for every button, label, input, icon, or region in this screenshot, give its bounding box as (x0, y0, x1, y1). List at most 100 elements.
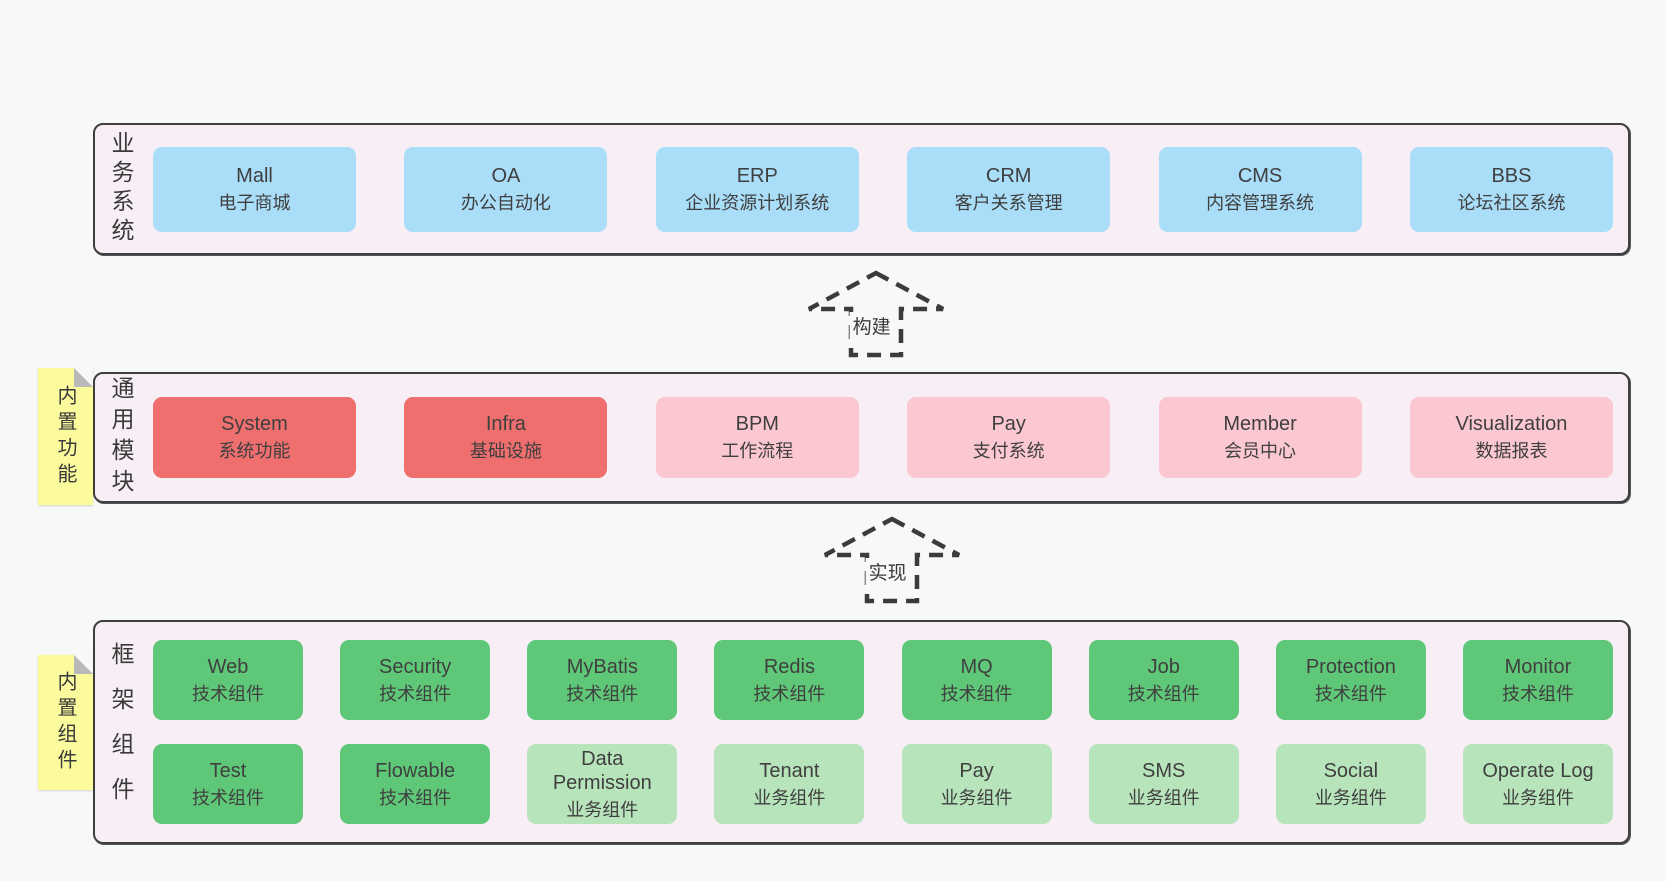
box-subtitle: 技术组件 (192, 787, 264, 808)
box-title: ERP (736, 164, 778, 187)
layer-label-column: 业务系统 (95, 125, 147, 253)
sticky-note-label: 内置功能 (54, 384, 76, 489)
layer-title-business-systems: 业务系统 (108, 131, 134, 247)
box-subtitle: 系统功能 (218, 441, 291, 462)
box-subtitle: 基础设施 (469, 441, 542, 462)
box-subtitle: 会员中心 (1224, 441, 1297, 462)
box-web: Web 技术组件 (153, 640, 303, 720)
box-tenant: Tenant 业务组件 (714, 744, 865, 824)
box-crm: CRM 客户关系管理 (907, 146, 1111, 232)
box-title: Test (209, 759, 247, 782)
framework-components-row-1: Web 技术组件 Security 技术组件 MyBatis 技术组件 Redi… (153, 640, 1613, 720)
box-bpm: BPM 工作流程 (655, 397, 859, 478)
box-pay-system: Pay 支付系统 (907, 397, 1111, 478)
box-title: System (221, 413, 288, 436)
box-title: Pay (991, 413, 1026, 436)
up-arrow-dashed-icon (807, 270, 945, 358)
box-title: Tenant (759, 759, 820, 782)
box-title: CRM (985, 164, 1032, 187)
box-security: Security 技术组件 (340, 640, 491, 720)
arrow-implement-label: 实现 (865, 558, 910, 585)
box-mybatis: MyBatis 技术组件 (527, 640, 678, 720)
box-subtitle: 支付系统 (972, 441, 1045, 462)
layer-label-column: 框架组件 (95, 622, 147, 842)
box-title: MQ (960, 655, 993, 678)
layer-framework-components: 框架组件 Web 技术组件 Security 技术组件 MyBatis 技术组件… (93, 620, 1630, 844)
box-sms: SMS 业务组件 (1088, 744, 1239, 824)
box-title: Social (1323, 759, 1379, 782)
sticky-note-built-in-components: 内置组件 (38, 655, 93, 790)
framework-components-rows: Web 技术组件 Security 技术组件 MyBatis 技术组件 Redi… (147, 622, 1628, 842)
framework-components-row-2: Test 技术组件 Flowable 技术组件 Data Permission … (153, 744, 1613, 824)
box-cms: CMS 内容管理系统 (1158, 146, 1362, 232)
box-monitor: Monitor 技术组件 (1462, 640, 1613, 720)
box-protection: Protection 技术组件 (1275, 640, 1426, 720)
box-title: Protection (1305, 655, 1396, 678)
box-visualization: Visualization 数据报表 (1409, 397, 1613, 478)
box-subtitle: 业务组件 (1127, 787, 1200, 808)
box-mq: MQ 技术组件 (901, 640, 1052, 720)
box-subtitle: 技术组件 (1314, 683, 1387, 704)
box-subtitle: 数据报表 (1475, 441, 1548, 462)
arrow-implement: 实现 (822, 516, 962, 604)
box-title: Web (207, 655, 249, 678)
box-flowable: Flowable 技术组件 (340, 744, 491, 824)
box-data-permission: Data Permission 业务组件 (527, 744, 678, 824)
box-subtitle: 电子商城 (218, 192, 291, 213)
box-title: Flowable (375, 759, 456, 782)
box-subtitle: 论坛社区系统 (1457, 192, 1566, 213)
box-redis: Redis 技术组件 (714, 640, 865, 720)
box-title: Infra (485, 413, 526, 436)
box-subtitle: 工作流程 (721, 441, 794, 462)
box-subtitle: 客户关系管理 (954, 192, 1063, 213)
box-job: Job 技术组件 (1088, 640, 1239, 720)
box-oa: OA 办公自动化 (404, 146, 608, 232)
box-title: Redis (763, 655, 815, 678)
common-modules-boxes: System 系统功能 Infra 基础设施 BPM 工作流程 Pay 支付系统… (147, 374, 1628, 501)
box-operate-log: Operate Log 业务组件 (1462, 744, 1613, 824)
box-title: Security (379, 655, 452, 678)
box-erp: ERP 企业资源计划系统 (655, 146, 859, 232)
box-member: Member 会员中心 (1158, 397, 1362, 478)
box-mall: Mall 电子商城 (153, 146, 356, 232)
box-subtitle: 业务组件 (753, 787, 826, 808)
box-title: BBS (1491, 164, 1532, 187)
box-subtitle: 企业资源计划系统 (685, 192, 830, 213)
box-title: Monitor (1504, 655, 1572, 678)
box-subtitle: 内容管理系统 (1206, 192, 1315, 213)
box-title: Mall (236, 164, 273, 187)
box-title: Visualization (1455, 413, 1568, 436)
box-subtitle: 技术组件 (940, 683, 1013, 704)
sticky-note-label: 内置组件 (54, 670, 76, 775)
box-subtitle: 技术组件 (566, 683, 639, 704)
box-subtitle: 业务组件 (940, 787, 1013, 808)
box-title: CMS (1237, 164, 1283, 187)
box-title: Member (1223, 413, 1297, 436)
layer-business-systems: 业务系统 Mall 电子商城 OA 办公自动化 ERP 企业资源计划系统 CRM… (93, 123, 1630, 255)
box-bbs: BBS 论坛社区系统 (1409, 146, 1613, 232)
box-social: Social 业务组件 (1275, 744, 1426, 824)
up-arrow-dashed-icon (823, 516, 961, 604)
box-subtitle: 技术组件 (192, 683, 264, 704)
box-test: Test 技术组件 (153, 744, 303, 824)
box-pay-component: Pay 业务组件 (901, 744, 1052, 824)
box-subtitle: 技术组件 (1127, 683, 1200, 704)
layer-label-column: 通用模块 (95, 374, 147, 501)
box-title: Operate Log (1482, 759, 1594, 782)
box-title: MyBatis (566, 655, 638, 678)
sticky-note-built-in-features: 内置功能 (38, 368, 93, 505)
box-subtitle: 业务组件 (1501, 787, 1574, 808)
box-subtitle: 技术组件 (379, 787, 452, 808)
box-subtitle: 技术组件 (753, 683, 826, 704)
box-subtitle: 技术组件 (1501, 683, 1574, 704)
box-title: Job (1147, 655, 1180, 678)
box-title: SMS (1142, 759, 1186, 782)
box-title: BPM (735, 413, 779, 436)
box-title: OA (491, 164, 521, 187)
layer-title-common-modules: 通用模块 (108, 375, 134, 500)
arrow-build-label: 构建 (849, 312, 894, 339)
layer-common-modules: 通用模块 System 系统功能 Infra 基础设施 BPM 工作流程 Pay… (93, 372, 1630, 503)
arrow-build: 构建 (806, 270, 946, 358)
box-infra: Infra 基础设施 (404, 397, 608, 478)
box-subtitle: 业务组件 (566, 799, 639, 820)
